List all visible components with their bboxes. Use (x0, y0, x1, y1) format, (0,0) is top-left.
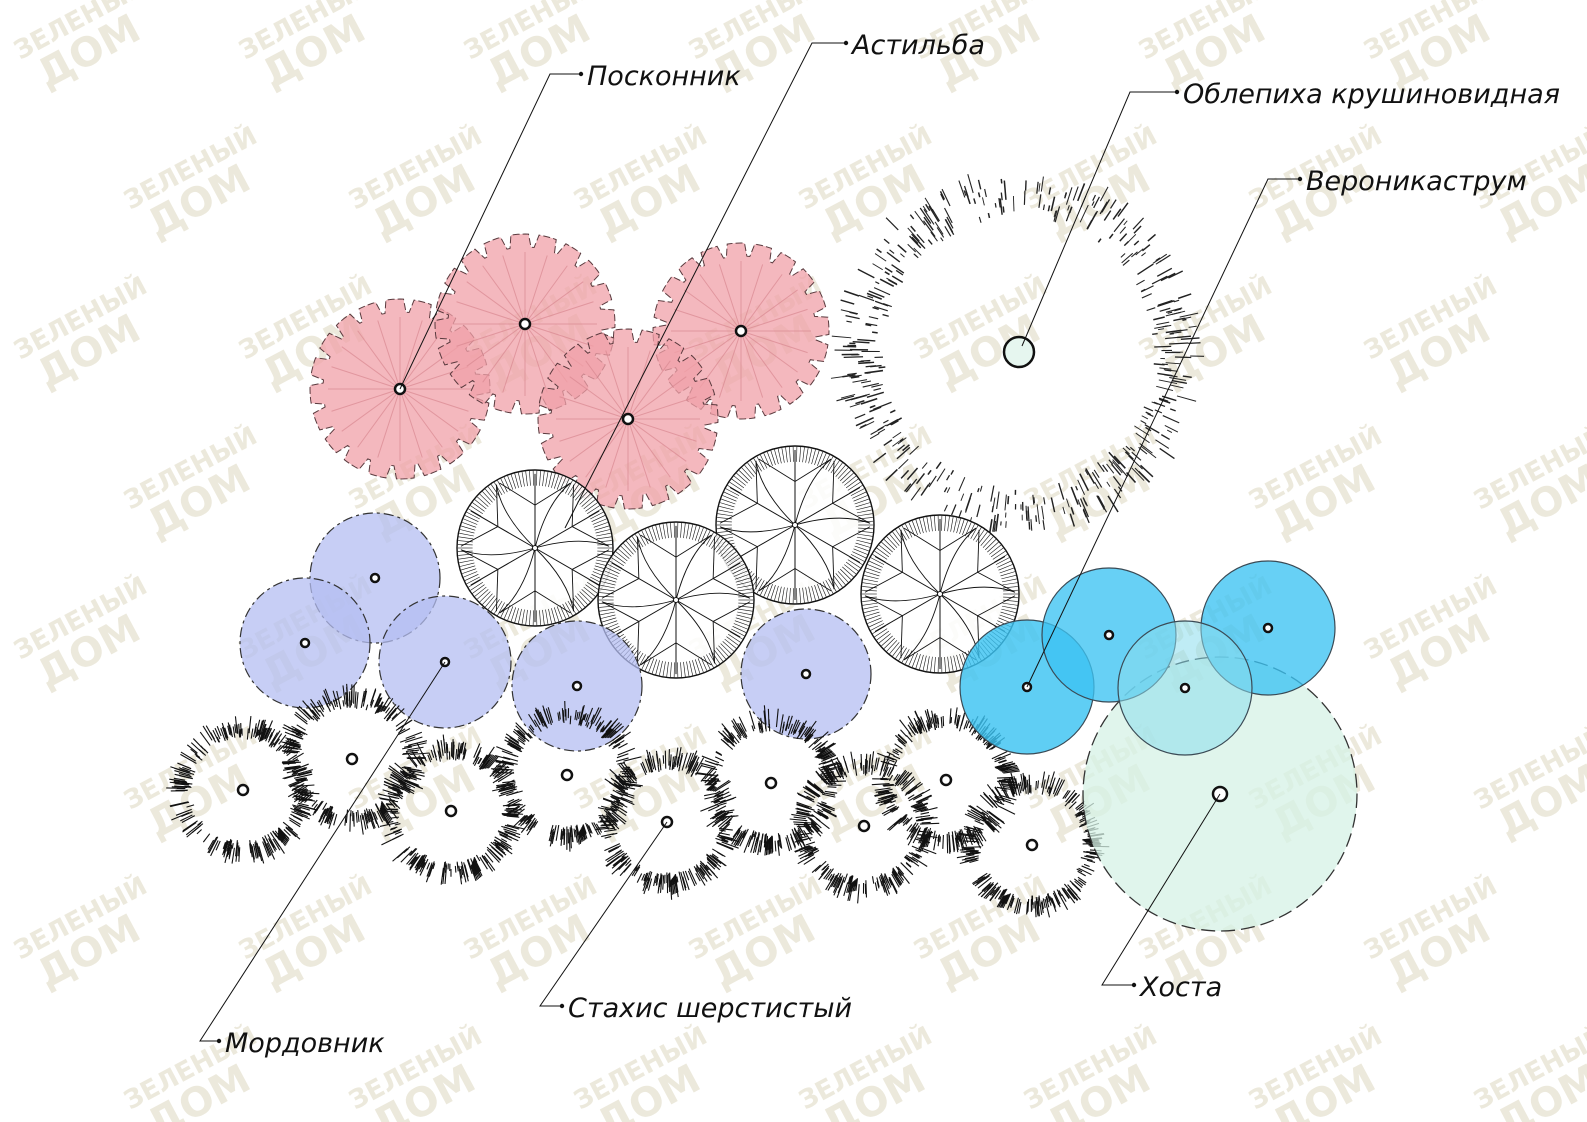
leader-mordovnik (199, 661, 446, 1044)
label-hosta: Хоста (1138, 972, 1222, 1003)
label-veronikastrum: Вероникаструм (1306, 166, 1527, 197)
plant-mordovnik (239, 577, 371, 709)
plant-stakhis (956, 771, 1110, 918)
plant-stakhis (491, 701, 643, 852)
label-oblepikha: Облепиха крушиновидная (1183, 79, 1560, 110)
plant-astilba (597, 521, 755, 679)
plant-mordovnik (740, 608, 872, 740)
plants-layer (166, 174, 1358, 932)
label-astilba: Астильба (850, 30, 985, 61)
leader-lines (199, 40, 1303, 1044)
plant-astilba (715, 445, 875, 605)
plant-stakhis (377, 734, 525, 885)
leader-astilba (564, 40, 849, 529)
plant-stakhis (789, 751, 940, 904)
plant-astilba (860, 514, 1020, 674)
label-poskonnik: Посконник (587, 61, 741, 92)
plant-mordovnik (511, 620, 643, 752)
plant-veronikastrum (1117, 620, 1253, 756)
plant-stakhis (166, 716, 320, 864)
plant-astilba (456, 469, 614, 627)
plant-poskonnik (537, 328, 719, 510)
leader-veronikastrum (1026, 176, 1303, 688)
leader-hosta (1101, 793, 1221, 988)
leader-oblepikha (1021, 89, 1180, 347)
label-stakhis: Стахис шерстистый (568, 993, 852, 1024)
leader-poskonnik (399, 71, 584, 390)
label-mordovnik: Мордовник (225, 1028, 385, 1059)
plant-stakhis (281, 683, 430, 835)
labels-layer: Посконник Астильба Облепиха крушиновидна… (225, 30, 1560, 1059)
leader-stakhis (539, 821, 668, 1009)
